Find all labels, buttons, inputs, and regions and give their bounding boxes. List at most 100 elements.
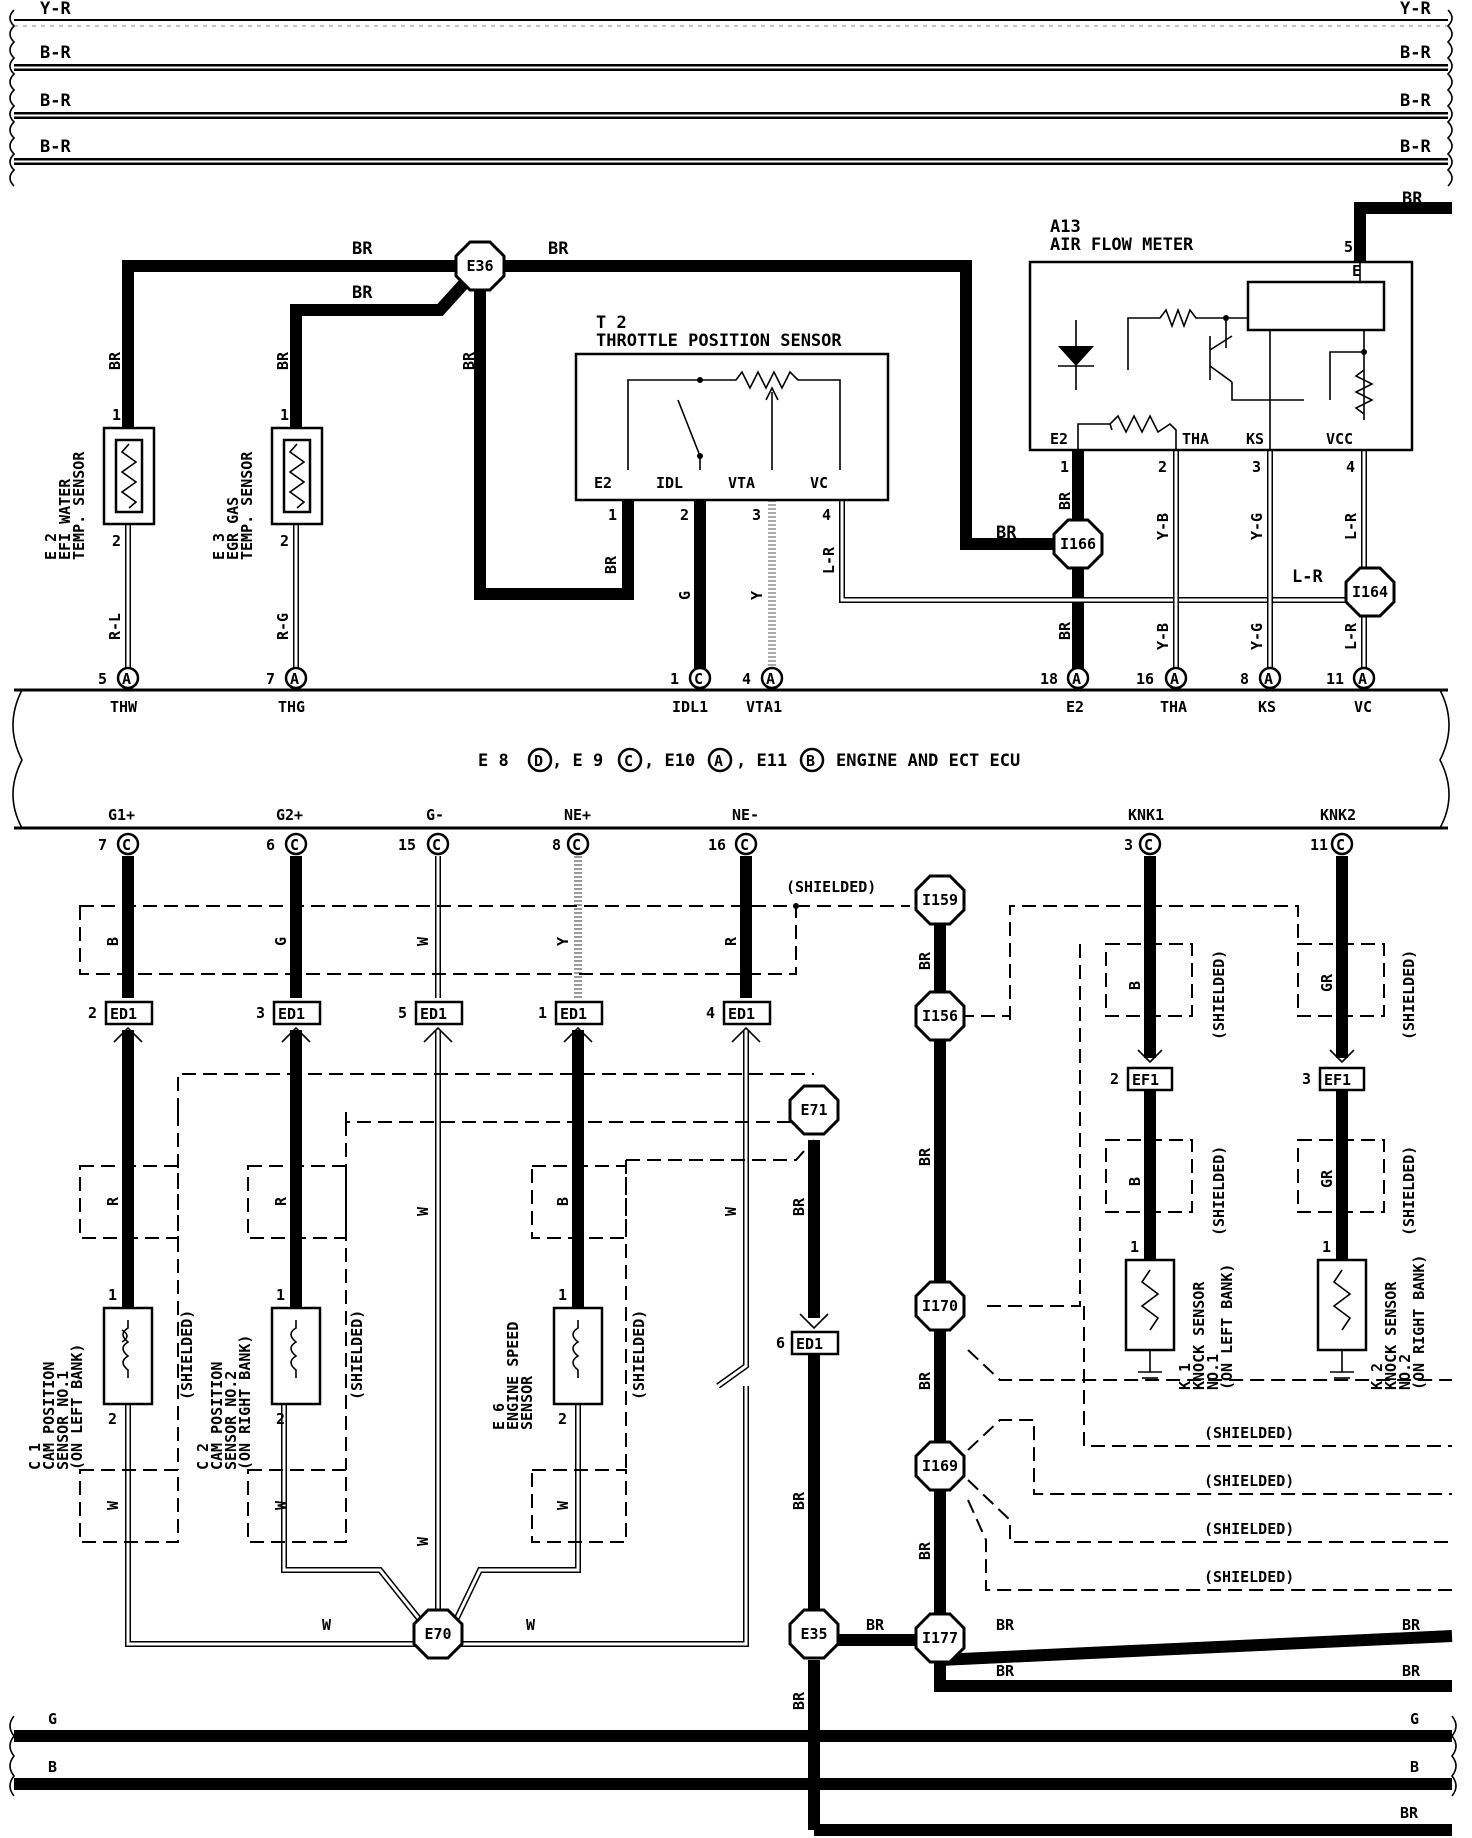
svg-text:TEMP. SENSOR: TEMP. SENSOR <box>70 451 88 560</box>
wire-label: BR <box>996 1662 1015 1680</box>
bus-label-br2-right: B-R <box>1400 91 1431 111</box>
svg-text:I166: I166 <box>1060 535 1096 553</box>
svg-text:G2+: G2+ <box>276 806 303 824</box>
wire-label: BR <box>790 1197 808 1216</box>
svg-text:1: 1 <box>670 670 679 688</box>
svg-text:ENGINE AND ECT ECU: ENGINE AND ECT ECU <box>836 751 1020 771</box>
svg-text:1: 1 <box>1322 1238 1331 1256</box>
shielded-label: (SHIELDED) <box>178 1310 196 1400</box>
pin-number: 1 <box>280 406 289 424</box>
shielded-label: (SHIELDED) <box>1400 950 1418 1040</box>
svg-text:ED1: ED1 <box>278 1005 305 1023</box>
bus-label-br1-right: B-R <box>1400 43 1431 63</box>
svg-text:1: 1 <box>538 1004 547 1022</box>
wire-label: BR <box>548 239 569 259</box>
a13-title: AIR FLOW METER <box>1050 235 1194 255</box>
svg-text:A: A <box>1264 670 1273 688</box>
wire-label: W <box>554 1500 572 1510</box>
wire-label: W <box>322 1616 332 1634</box>
svg-text:2: 2 <box>1110 1070 1119 1088</box>
junction-i166: I166 <box>1052 518 1104 570</box>
ed1-g1: 2 ED1 <box>88 1000 154 1043</box>
svg-text:TEMP. SENSOR: TEMP. SENSOR <box>238 451 256 560</box>
wire-label: GR <box>1318 973 1336 992</box>
svg-text:6: 6 <box>266 836 275 854</box>
shielded-label: (SHIELDED) <box>786 878 876 896</box>
upper-wires <box>122 202 1452 676</box>
wire-label: W <box>272 1500 290 1510</box>
wire-label: R-L <box>106 613 124 640</box>
ecu-body: E 8 D , E 9 C , E10 A , E11 B ENGINE AND… <box>12 688 1450 830</box>
svg-text:E71: E71 <box>800 1101 827 1119</box>
svg-text:E 8: E 8 <box>478 751 509 771</box>
svg-text:I177: I177 <box>922 1629 958 1647</box>
svg-text:EF1: EF1 <box>1132 1071 1159 1089</box>
svg-text:ED1: ED1 <box>796 1335 823 1353</box>
t2-id: T 2 <box>596 313 627 333</box>
wire-label: G <box>272 937 290 946</box>
a13-pin-tha: THA <box>1182 430 1209 448</box>
svg-text:KNK2: KNK2 <box>1320 806 1356 824</box>
svg-text:A: A <box>1358 670 1367 688</box>
lower-wires <box>9 856 1457 1836</box>
wire-label: BR <box>1056 621 1074 640</box>
wire-label: R-G <box>274 613 292 640</box>
svg-text:E70: E70 <box>424 1625 451 1643</box>
svg-text:11: 11 <box>1326 670 1344 688</box>
svg-text:A: A <box>714 752 723 770</box>
svg-text:18: 18 <box>1040 670 1058 688</box>
t2-pin-vta: VTA <box>728 474 755 492</box>
svg-text:A: A <box>290 670 299 688</box>
wire-label: BR <box>1402 1616 1421 1634</box>
svg-text:E 3: E 3 <box>210 533 228 560</box>
bus-label-g-right: G <box>1410 1710 1419 1728</box>
svg-text:I164: I164 <box>1352 583 1388 601</box>
svg-text:CAM POSITION: CAM POSITION <box>208 1362 226 1470</box>
t2-throttle-position-sensor: T 2 THROTTLE POSITION SENSOR E2 IDL VTA … <box>574 313 890 524</box>
svg-text:B: B <box>806 752 815 770</box>
svg-text:D: D <box>534 752 543 770</box>
svg-text:A: A <box>1170 670 1179 688</box>
e2-water-temp-sensor: 1 2 E 2 EFI WATER TEMP. SENSOR <box>42 406 156 560</box>
shielded-boxes <box>79 903 1452 1591</box>
a13-pin-vcc: VCC <box>1326 430 1353 448</box>
svg-text:, E10: , E10 <box>644 751 695 771</box>
bus-label-br-right: BR <box>1400 1804 1419 1822</box>
svg-text:E35: E35 <box>800 1625 827 1643</box>
svg-text:1: 1 <box>108 1286 117 1304</box>
svg-text:2: 2 <box>88 1004 97 1022</box>
wire-label: BR <box>352 239 373 259</box>
pin-number: 2 <box>1158 458 1167 476</box>
wire-label: BR <box>866 1616 885 1634</box>
wire-label: BR <box>996 1616 1015 1634</box>
bus-label-yr-right: Y-R <box>1400 0 1431 19</box>
svg-text:KNK1: KNK1 <box>1128 806 1164 824</box>
svg-text:, E11: , E11 <box>736 751 787 771</box>
svg-text:E 2: E 2 <box>42 533 60 560</box>
svg-text:C 2: C 2 <box>194 1443 212 1470</box>
e3-egr-gas-temp-sensor: 1 2 E 3 EGR GAS TEMP. SENSOR <box>210 406 324 560</box>
wire-label: BR <box>916 1371 934 1390</box>
wire-label: GR <box>1318 1169 1336 1188</box>
wire-label: BR <box>790 1491 808 1510</box>
svg-text:C: C <box>694 670 703 688</box>
svg-text:ED1: ED1 <box>110 1005 137 1023</box>
wire-label: BR <box>996 523 1017 543</box>
pin-number: 1 <box>608 506 617 524</box>
svg-text:THG: THG <box>278 698 305 716</box>
svg-text:15: 15 <box>398 836 416 854</box>
wire-label: BR <box>1402 189 1423 209</box>
svg-text:C: C <box>1336 836 1345 854</box>
pin-number: 3 <box>752 506 761 524</box>
wire-label: W <box>414 936 432 946</box>
